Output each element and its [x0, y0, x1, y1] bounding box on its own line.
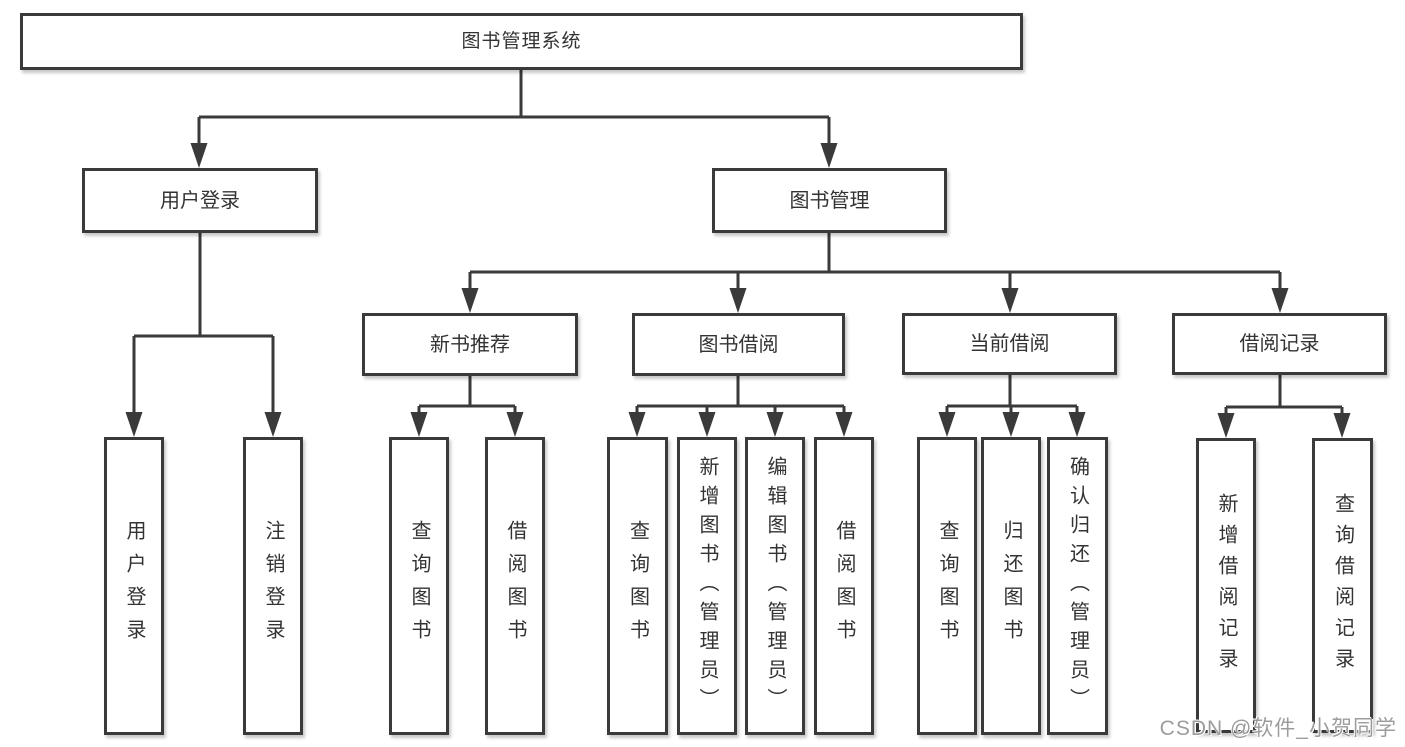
leaf-query-books-borrow-label: 查询图书 [626, 520, 649, 652]
leaf-add-borrow-record-label: 新增借阅记录 [1215, 492, 1237, 679]
leaf-query-books-borrow: 查询图书 [607, 437, 668, 735]
leaf-borrow-books-recommend: 借阅图书 [485, 437, 545, 735]
leaf-query-books-current: 查询图书 [917, 437, 977, 735]
node-new-book-recommend-label: 新书推荐 [430, 333, 510, 356]
leaf-add-borrow-record: 新增借阅记录 [1196, 438, 1256, 733]
node-root-label: 图书管理系统 [461, 31, 582, 52]
leaf-edit-book-admin: 编辑图书（管理员） [745, 437, 805, 735]
leaf-borrow-books-recommend-label: 借阅图书 [504, 520, 526, 652]
node-book-management-label: 图书管理 [789, 189, 870, 212]
leaf-borrow-books: 借阅图书 [814, 437, 874, 735]
leaf-add-book-admin: 新增图书（管理员） [677, 437, 737, 735]
arrowheads [125, 143, 1351, 438]
node-book-borrow-label: 图书借阅 [698, 333, 779, 356]
node-user-login: 用户登录 [82, 168, 318, 233]
leaf-query-borrow-record: 查询借阅记录 [1312, 438, 1373, 733]
leaf-query-books-recommend-label: 查询图书 [408, 520, 430, 652]
node-current-borrow-label: 当前借阅 [969, 333, 1050, 355]
leaf-confirm-return-admin-label: 确认归还（管理员） [1066, 455, 1089, 717]
node-new-book-recommend: 新书推荐 [362, 313, 578, 376]
leaf-logout-login: 注销登录 [243, 437, 303, 735]
node-current-borrow: 当前借阅 [902, 313, 1117, 375]
node-user-login-label: 用户登录 [160, 189, 240, 212]
node-borrow-records-label: 借阅记录 [1239, 333, 1320, 355]
leaf-query-borrow-record-label: 查询借阅记录 [1331, 492, 1354, 679]
leaf-return-books: 归还图书 [981, 437, 1041, 735]
leaf-query-books-current-label: 查询图书 [936, 520, 958, 652]
leaf-confirm-return-admin: 确认归还（管理员） [1047, 437, 1108, 735]
connector-bookmgmt-to-level3 [468, 233, 1282, 295]
leaf-borrow-books-label: 借阅图书 [833, 520, 855, 652]
node-borrow-records: 借阅记录 [1172, 313, 1387, 375]
connector-bookborrow-to-leaves [635, 376, 846, 419]
leaf-user-login: 用户登录 [104, 437, 164, 735]
leaf-add-book-admin-label: 新增图书（管理员） [696, 455, 718, 717]
connector-borrowrecord-to-leaves [1224, 375, 1344, 420]
node-root: 图书管理系统 [20, 13, 1023, 70]
connector-userlogin-to-leaves [132, 233, 275, 419]
leaf-edit-book-admin-label: 编辑图书（管理员） [764, 455, 786, 717]
connector-newbook-to-leaves [417, 376, 517, 419]
leaf-return-books-label: 归还图书 [1000, 520, 1022, 652]
watermark: CSDN @软件_小贺同学 [1159, 717, 1397, 740]
leaf-logout-login-label: 注销登录 [262, 520, 284, 652]
leaf-user-login-label: 用户登录 [123, 520, 145, 652]
node-book-borrow: 图书借阅 [632, 313, 845, 376]
connector-root-to-level2 [197, 70, 831, 150]
node-book-management: 图书管理 [712, 168, 947, 233]
leaf-query-books-recommend: 查询图书 [389, 437, 449, 735]
